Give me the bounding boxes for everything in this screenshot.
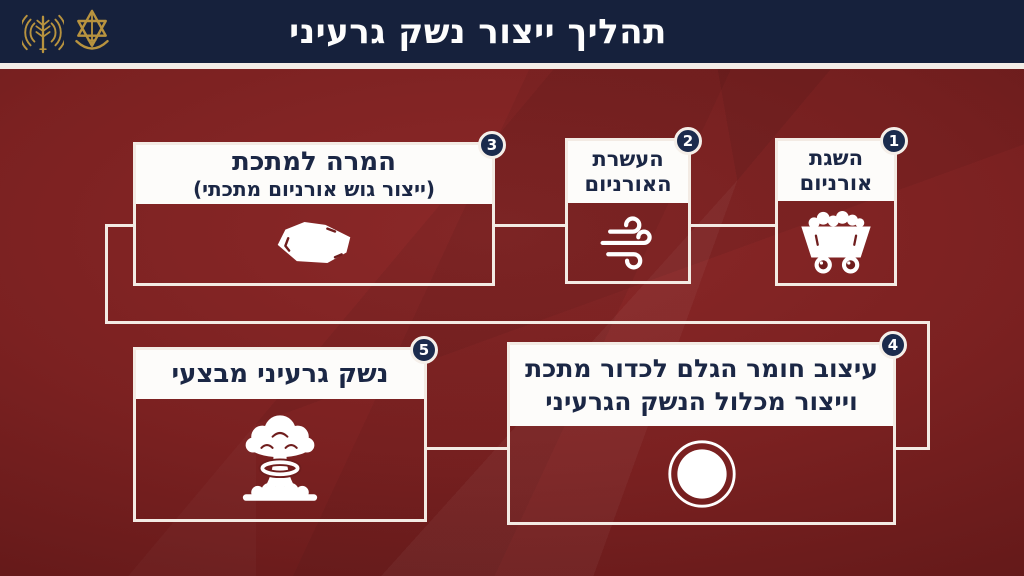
- idf-emblem-logo-icon: [75, 9, 109, 50]
- connector-step1-step2: [691, 224, 775, 227]
- step-number-badge: 1: [880, 127, 908, 155]
- header-divider-stripe: [0, 63, 1024, 69]
- step-number-badge: 5: [410, 336, 438, 364]
- step-box-3-conversion-to-metal: 3 המרה למתכת (ייצור גוש אורניום מתכתי): [133, 131, 506, 286]
- step-title-line1: נשק גרעיני מבצעי: [171, 359, 389, 390]
- connector-step2-step3: [495, 224, 565, 227]
- step-icon-area: [568, 203, 688, 281]
- step-icon-area: [778, 201, 894, 283]
- step-number-badge: 2: [674, 127, 702, 155]
- idf-spokesperson-logo-icon: [22, 14, 64, 54]
- step-title-line1: העשרת: [592, 147, 664, 172]
- step-icon-area: [136, 399, 424, 519]
- step-icon-area: [510, 426, 893, 522]
- step-box-5-operational-weapon: 5 נשק גרעיני מבצעי: [133, 336, 438, 522]
- step-title: המרה למתכת (ייצור גוש אורניום מתכתי): [136, 145, 492, 204]
- connector-step3-exit: [105, 224, 133, 227]
- logo-group: [22, 6, 114, 58]
- step-title: העשרת האורניום: [568, 141, 688, 203]
- step-title-line1: השגת: [808, 146, 864, 171]
- connector-left-vertical: [105, 224, 108, 324]
- page-title: תהליך ייצור נשק גרעיני: [289, 12, 667, 52]
- step-title-line2: וייצור מכלול הנשק הגרעיני: [545, 386, 858, 416]
- connector-step4-entry: [896, 447, 930, 450]
- step-title-line2: אורניום: [799, 171, 873, 195]
- step-title-line2: האורניום: [584, 172, 672, 196]
- top-bar: תהליך ייצור נשק גרעיני: [0, 0, 1024, 63]
- metal-lump-icon: [277, 221, 351, 263]
- metal-sphere-icon: [667, 440, 736, 508]
- step-title: נשק גרעיני מבצעי: [136, 350, 424, 399]
- step-title: עיצוב חומר הגלם לכדור מתכת וייצור מכלול …: [510, 345, 893, 426]
- step-title: השגת אורניום: [778, 141, 894, 201]
- connector-long-horizontal: [105, 321, 930, 324]
- step-box-1-obtain-uranium: 1 השגת אורניום: [775, 127, 908, 286]
- connector-right-vertical: [927, 321, 930, 450]
- step-title-line2: (ייצור גוש אורניום מתכתי): [192, 177, 436, 202]
- step-title-line1: המרה למתכת: [231, 147, 397, 178]
- step-title-line1: עיצוב חומר הגלם לכדור מתכת: [525, 354, 878, 383]
- step-icon-area: [136, 204, 492, 280]
- step-box-4-shape-core-and-assembly: 4 עיצוב חומר הגלם לכדור מתכת וייצור מכלו…: [507, 331, 907, 525]
- connector-step4-step5: [427, 447, 507, 450]
- mushroom-cloud-icon: [242, 415, 318, 501]
- enrichment-wind-icon: [600, 216, 652, 270]
- mine-cart-icon: [801, 210, 871, 274]
- step-number-badge: 4: [879, 331, 907, 359]
- step-number-badge: 3: [478, 131, 506, 159]
- step-box-2-uranium-enrichment: 2 העשרת האורניום: [565, 127, 702, 284]
